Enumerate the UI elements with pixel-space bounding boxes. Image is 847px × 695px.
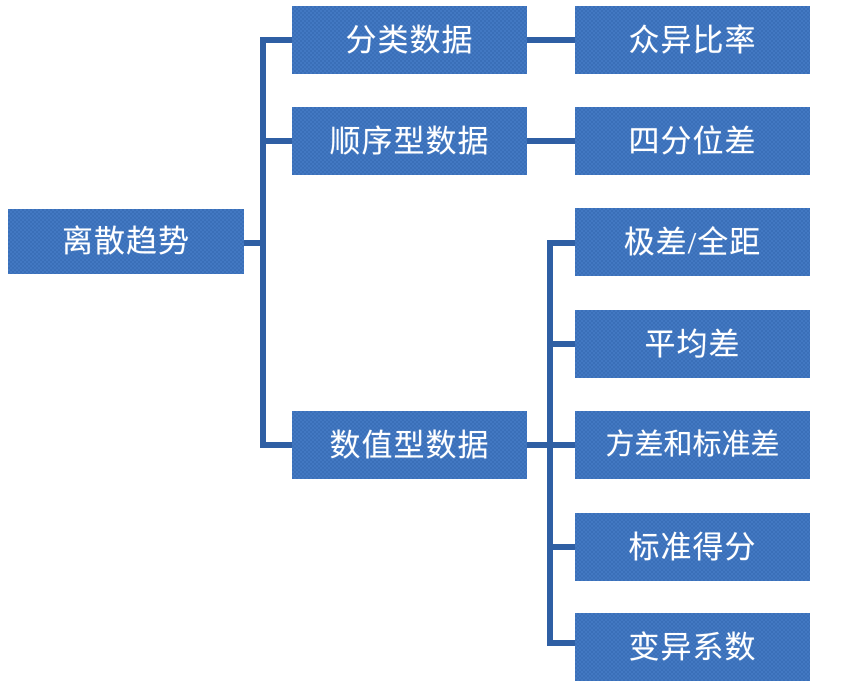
node-mean-deviation[interactable]: 平均差 bbox=[575, 310, 810, 378]
connector-to-mean-deviation bbox=[547, 341, 577, 347]
connector-to-range bbox=[547, 240, 577, 246]
node-ordinal-data[interactable]: 顺序型数据 bbox=[292, 107, 527, 175]
node-categorical-data[interactable]: 分类数据 bbox=[292, 6, 527, 74]
connector-to-coefficient-variation bbox=[547, 640, 577, 646]
connector-root-stub bbox=[244, 240, 266, 246]
node-variation-ratio[interactable]: 众异比率 bbox=[575, 6, 810, 74]
node-standard-score[interactable]: 标准得分 bbox=[575, 513, 810, 581]
connector-to-numeric bbox=[260, 442, 294, 448]
node-coefficient-of-variation[interactable]: 变异系数 bbox=[575, 613, 810, 681]
node-variance-and-standard-deviation[interactable]: 方差和标准差 bbox=[575, 411, 810, 479]
connector-to-categorical bbox=[260, 37, 294, 43]
connector-to-ordinal bbox=[260, 138, 294, 144]
connector-to-variance bbox=[547, 442, 577, 448]
connector-to-standard-score bbox=[547, 544, 577, 550]
connector-ordinal-to-leaf bbox=[527, 138, 575, 144]
node-root-dispersion[interactable]: 离散趋势 bbox=[8, 209, 244, 274]
node-numeric-data[interactable]: 数值型数据 bbox=[292, 411, 527, 479]
connector-level2-spine bbox=[260, 37, 266, 448]
node-range[interactable]: 极差/全距 bbox=[575, 208, 810, 276]
connector-numeric-stub bbox=[527, 442, 550, 448]
node-interquartile-range[interactable]: 四分位差 bbox=[575, 107, 810, 175]
connector-categorical-to-leaf bbox=[527, 37, 575, 43]
